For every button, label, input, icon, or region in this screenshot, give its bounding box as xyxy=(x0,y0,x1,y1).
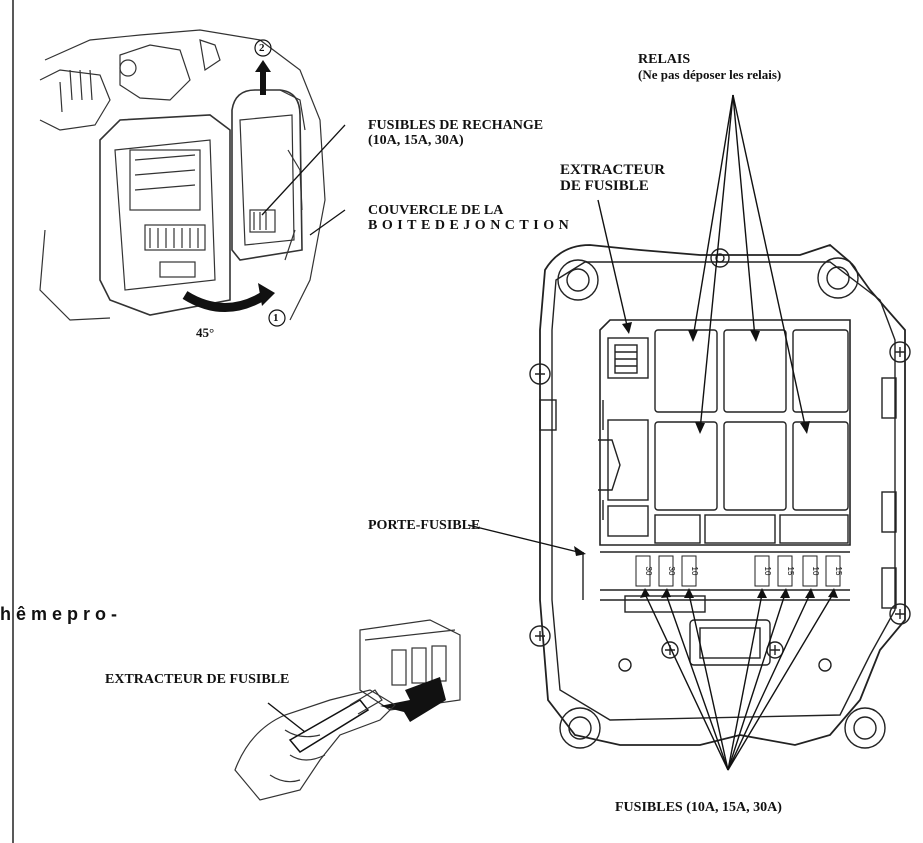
extracteur-label-1: EXTRACTEUR xyxy=(560,162,666,178)
fuse-row xyxy=(635,555,841,587)
angle-label: 45° xyxy=(196,325,215,340)
step-2-marker: 2 xyxy=(259,42,265,54)
extracteur-bottom-label: EXTRACTEUR DE FUSIBLE xyxy=(105,672,290,687)
fuse-rating-2: 30 xyxy=(667,567,676,576)
fuse-1 xyxy=(635,555,651,587)
fuse-rating-6: 10 xyxy=(811,567,820,576)
leader-lines xyxy=(467,94,834,771)
porte-fusible-label: PORTE-FUSIBLE xyxy=(368,518,481,533)
fuse-5 xyxy=(777,555,793,587)
fusibles-bottom-label: FUSIBLES (10A, 15A, 30A) xyxy=(615,800,782,815)
couvercle-label-2: BOITEDEJONCTION xyxy=(368,218,574,233)
fusibles-rechange-label: FUSIBLES DE RECHANGE xyxy=(368,118,544,133)
couvercle-label-1: COUVERCLE DE LA xyxy=(368,203,504,218)
fuse-extractor-illustration xyxy=(234,619,461,801)
fuse-2 xyxy=(658,555,674,587)
fuse-3 xyxy=(681,555,697,587)
step-1-marker: 1 xyxy=(273,312,279,324)
relais-title: RELAIS xyxy=(638,52,691,67)
fuse-rating-3: 10 xyxy=(690,567,699,576)
fusibles-rechange-values: (10A, 15A, 30A) xyxy=(368,133,464,148)
fuse-ratings: 30 30 10 10 15 10 15 xyxy=(644,567,843,576)
cover-removal-illustration xyxy=(39,29,346,327)
fuse-rating-7: 15 xyxy=(834,567,843,576)
junction-box xyxy=(529,243,911,749)
fuse-rating-4: 10 xyxy=(763,567,772,576)
arrowheads xyxy=(574,322,838,598)
extracteur-label-2: DE FUSIBLE xyxy=(560,178,649,194)
fuse-7 xyxy=(825,555,841,587)
fuse-rating-5: 15 xyxy=(786,567,795,576)
fuse-rating-1: 30 xyxy=(644,567,653,576)
relais-note: (Ne pas déposer les relais) xyxy=(638,67,782,82)
fuse-4 xyxy=(754,555,770,587)
side-text-fragment: hêmepro- xyxy=(0,604,123,624)
fuse-6 xyxy=(802,555,818,587)
